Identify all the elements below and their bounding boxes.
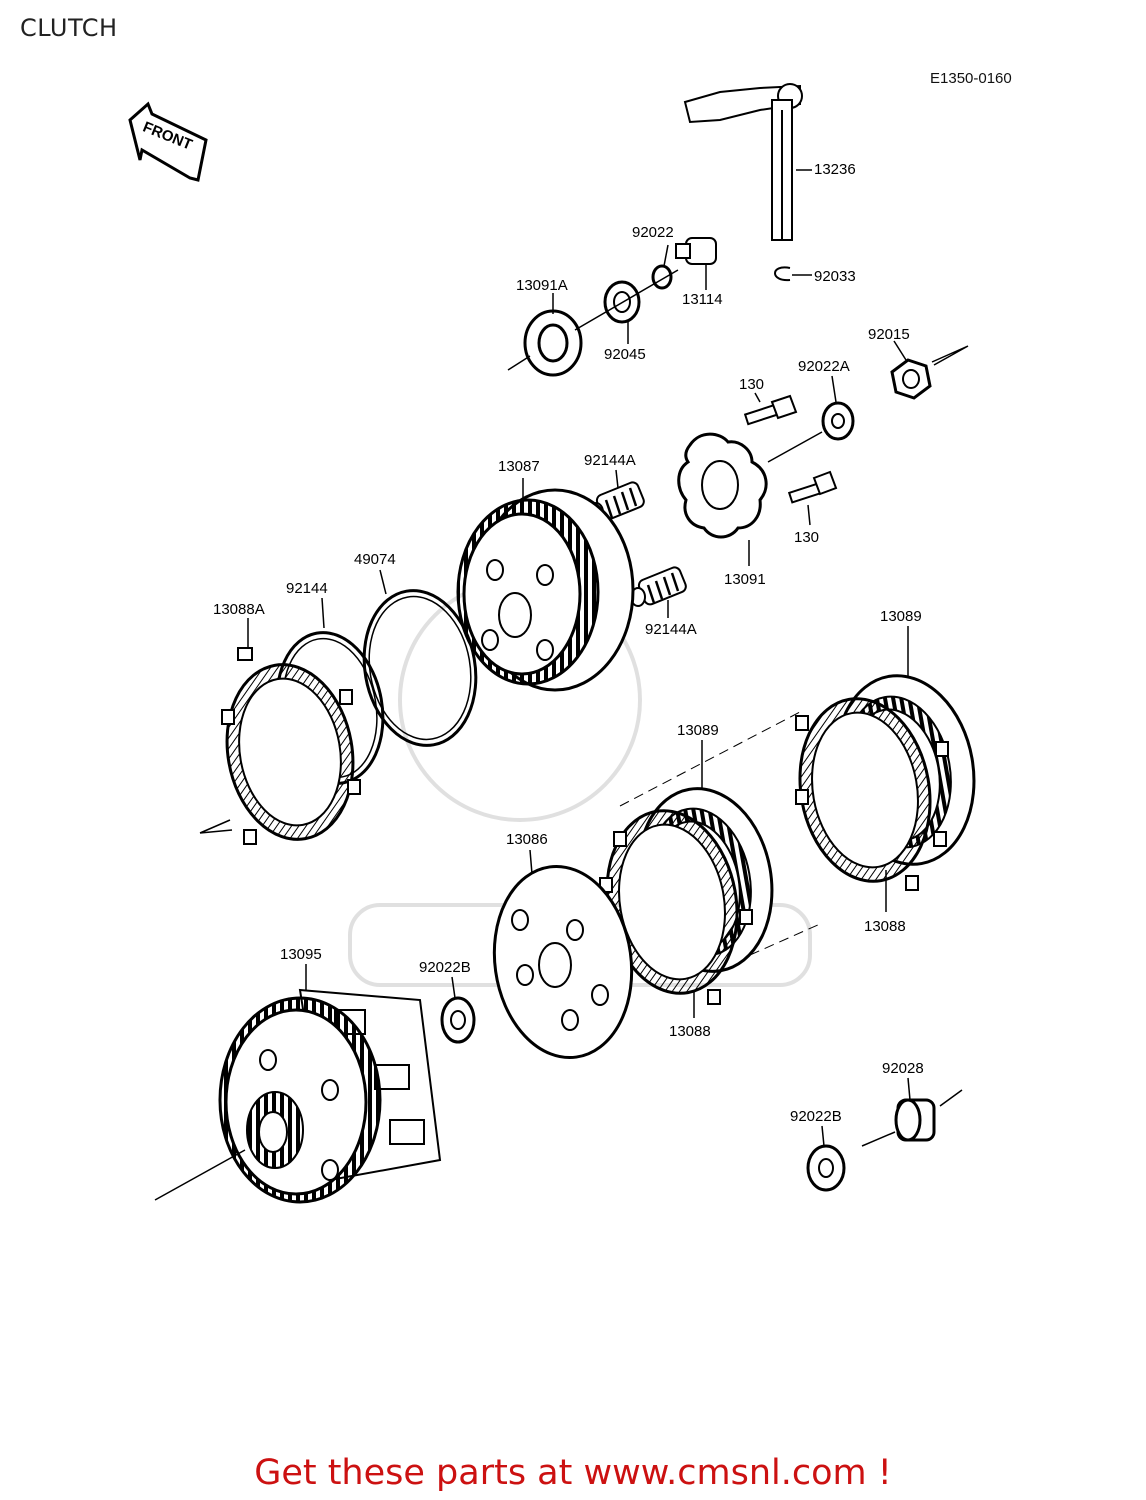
part-label-92022B-right: 92022B [790, 1108, 842, 1125]
part-label-13089-upper: 13089 [880, 608, 922, 625]
front-arrow-icon: FRONT [128, 101, 208, 182]
diagram-code: E1350-0160 [930, 70, 1012, 87]
part-label-92033: 92033 [814, 268, 856, 285]
push-piece-13114 [675, 237, 717, 265]
bolt-130-upper [743, 394, 798, 426]
release-lever-13236 [683, 83, 803, 241]
clutch-housing-13095 [218, 988, 442, 1204]
bolt-130-lower [787, 470, 838, 504]
part-label-92144A-lower: 92144A [645, 621, 697, 638]
clutch-hub-13087 [456, 488, 635, 692]
page-title: CLUTCH [20, 14, 118, 42]
friction-plate-13088-upper [795, 697, 949, 891]
part-label-13086: 13086 [506, 831, 548, 848]
washer-92022B-left [440, 996, 476, 1044]
part-label-13087: 13087 [498, 458, 540, 475]
part-label-92022A: 92022A [798, 358, 850, 375]
part-label-130-lower: 130 [794, 529, 819, 546]
seal-13091A [523, 309, 583, 377]
part-label-13236: 13236 [814, 161, 856, 178]
washer-92022 [651, 264, 673, 290]
plate-13091 [677, 432, 768, 539]
collar-92028 [894, 1098, 936, 1142]
footer-link[interactable]: Get these parts at www.cmsnl.com ! [254, 1453, 892, 1493]
pressure-plate-13086 [492, 864, 634, 1060]
part-label-92022: 92022 [632, 224, 674, 241]
part-label-92015: 92015 [868, 326, 910, 343]
part-label-13091A: 13091A [516, 277, 568, 294]
ring-49074 [362, 589, 478, 747]
part-label-13114: 13114 [682, 291, 723, 308]
part-label-92045: 92045 [604, 346, 646, 363]
part-label-49074: 49074 [354, 551, 396, 568]
part-label-13091: 13091 [724, 571, 766, 588]
clutch-exploded-diagram: FRONT [128, 83, 976, 1204]
part-label-13088-upper: 13088 [864, 918, 906, 935]
washer-92022A [821, 401, 855, 441]
friction-plate-13088A [221, 647, 361, 845]
spring-92144A-lower [630, 566, 687, 607]
part-label-92144: 92144 [286, 580, 328, 597]
part-label-13088A: 13088A [213, 601, 265, 618]
friction-plate-13088-middle [599, 809, 753, 1005]
part-label-92144A-upper: 92144A [584, 452, 636, 469]
part-label-92028: 92028 [882, 1060, 924, 1077]
part-label-130-upper: 130 [739, 376, 764, 393]
part-label-13095: 13095 [280, 946, 322, 963]
part-label-13088-middle: 13088 [669, 1023, 711, 1040]
part-label-92022B-left: 92022B [419, 959, 471, 976]
washer-92022B-right [806, 1144, 846, 1192]
clip-92033 [774, 266, 791, 282]
part-label-13089-middle: 13089 [677, 722, 719, 739]
